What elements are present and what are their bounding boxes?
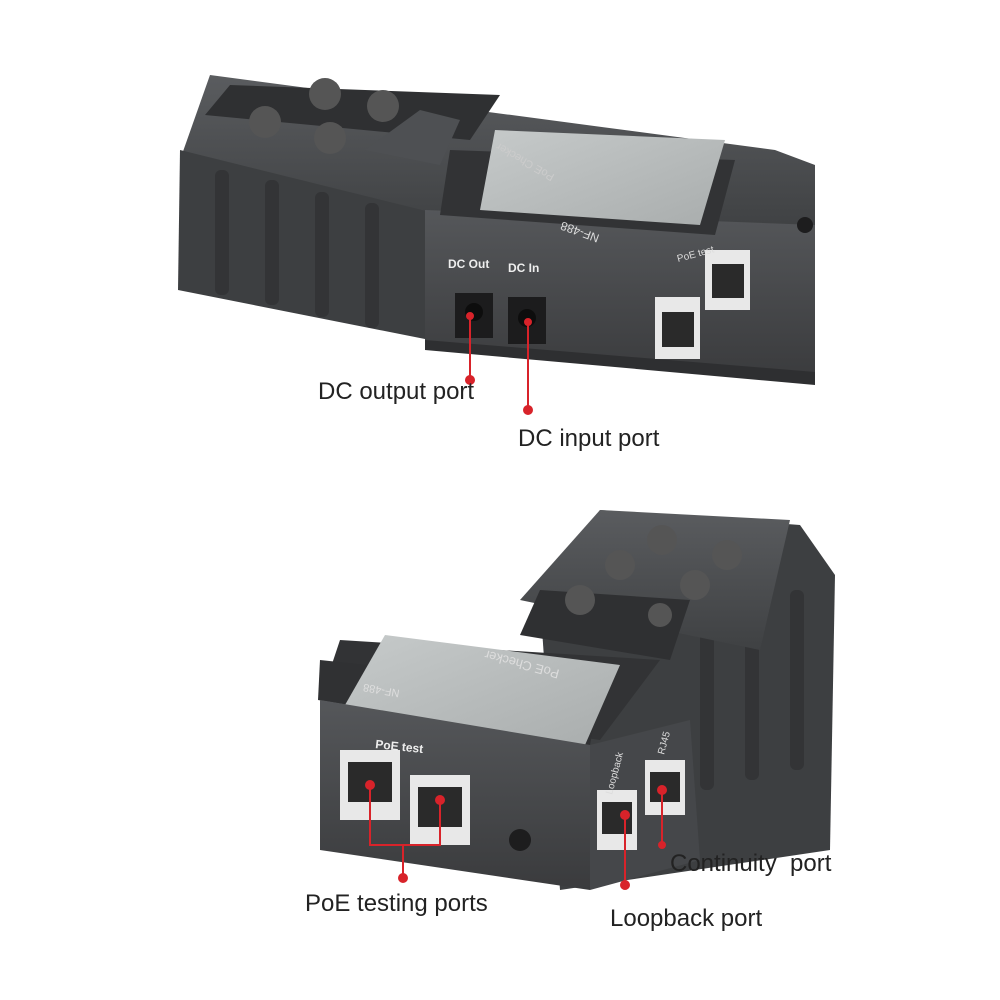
dc-output-callout-line xyxy=(465,312,475,385)
dc-input-port-label: DC input port xyxy=(518,425,660,452)
lcd-screen xyxy=(480,130,725,225)
device-bottom xyxy=(318,510,835,890)
poe-testing-callout-line xyxy=(369,785,441,878)
lcd-screen xyxy=(345,635,620,745)
dc-input-callout-line xyxy=(523,318,533,415)
dc-out-label: DC Out xyxy=(448,257,489,271)
poe-testing-ports-label: PoE testing ports xyxy=(305,890,488,917)
dc-in-label: DC In xyxy=(508,261,539,275)
device-top xyxy=(178,75,815,385)
loopback-port-label: Loopback port xyxy=(610,905,763,932)
bottom-poe-test-label: PoE test xyxy=(375,737,424,756)
continuity-port-label: Continuity port xyxy=(670,850,832,877)
continuity-callout-line xyxy=(657,785,667,849)
loopback-callout-line xyxy=(620,810,630,890)
dc-output-port-label: DC output port xyxy=(318,378,475,405)
